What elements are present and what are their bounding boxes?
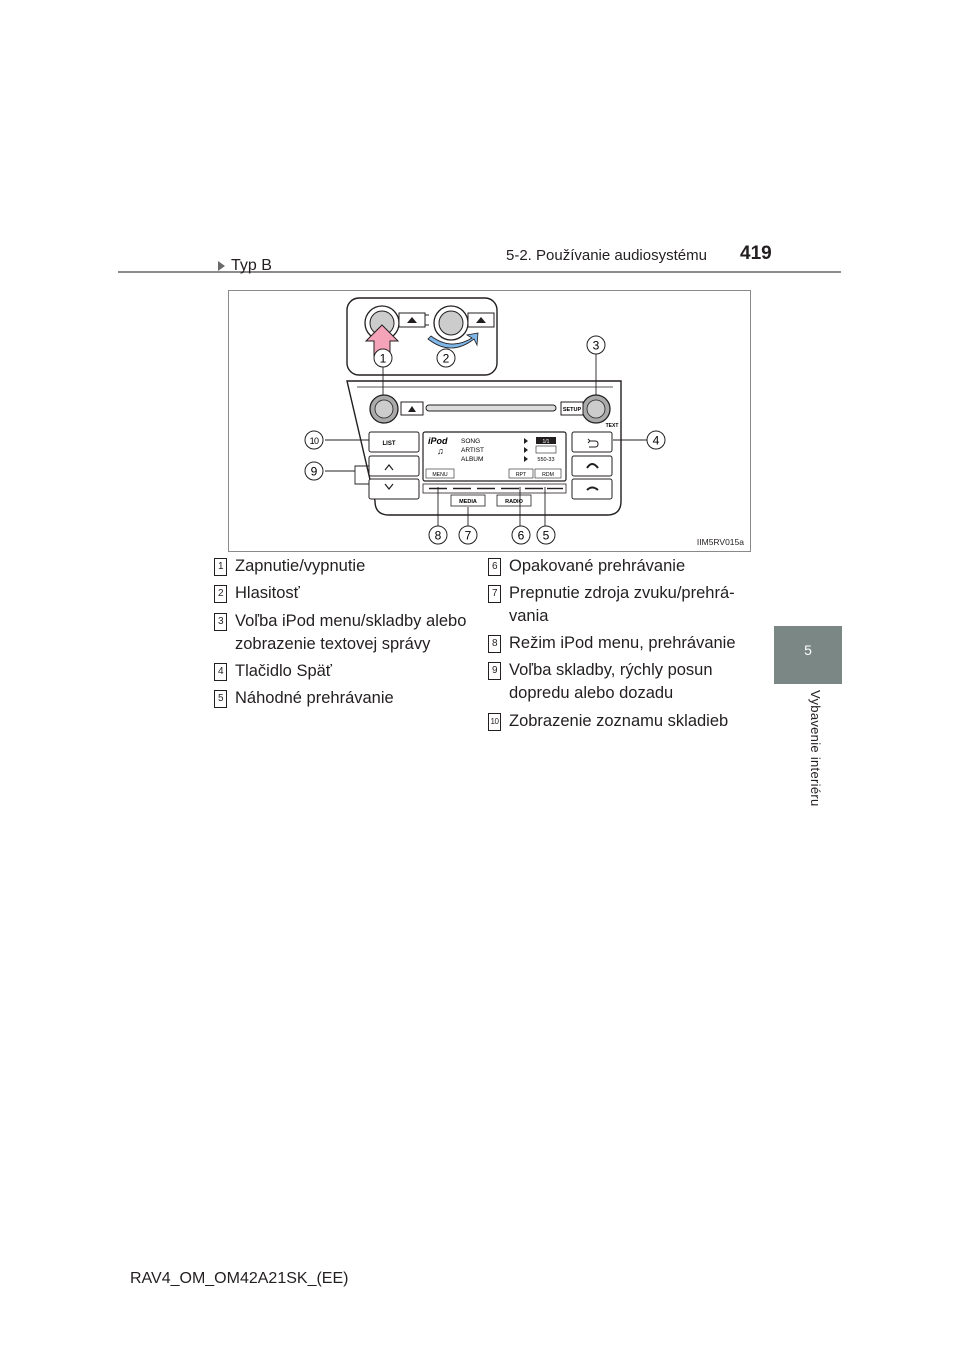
screen-btn-rpt: RPT [516,472,527,478]
svg-text:5: 5 [543,529,550,543]
rotate-arrow-icon [427,332,479,349]
legend-text: Režim iPod menu, prehrávanie [509,634,736,652]
figure-id: IIM5RV015a [696,537,744,547]
legend-item: 10 Zobrazenie zoznamu skladieb [488,710,745,733]
legend-text: Zapnutie/vypnutie [235,557,366,575]
svg-text:8: 8 [435,529,442,543]
svg-text:9: 9 [311,465,318,479]
legend-text: Voľba iPod menu/skladby alebo zobrazenie… [235,612,467,653]
legend-number: 10 [488,713,501,731]
legend-text: Opakované prehrávanie [509,557,686,575]
legend-item: 8 Režim iPod menu, prehrávanie [488,632,745,655]
phone-pickup-icon [586,463,599,469]
screen-btn-rdm: RDM [542,472,554,478]
callout-1: 1 [373,348,393,368]
down-chevron-icon [384,483,394,490]
phone-hangup-icon [586,486,599,491]
triangle-bullet-icon [218,261,225,271]
callout-4: 4 [646,430,666,450]
legend-number: 6 [488,558,501,576]
inset-power-knob [364,305,429,341]
header-rule [118,271,841,273]
inset-volume-knob [433,305,495,341]
svg-text:2: 2 [443,352,450,366]
chapter-tab [774,626,842,684]
chapter-title: Vybavenie interiéru [808,690,823,807]
audio-unit-illustration: SETUP TEXT LIST iPod ♫ SONG ARTIST ALBUM… [304,297,666,545]
svg-text:6: 6 [518,529,525,543]
up-chevron-icon [384,464,394,471]
legend-item: 7 Prepnutie zdroja zvuku/prehrá-vania [488,582,745,628]
legend-text: Prepnutie zdroja zvuku/prehrá-vania [509,584,735,625]
setup-label: SETUP [563,407,582,413]
legend-text: Náhodné prehrávanie [235,689,394,707]
figure-frame: SETUP TEXT LIST iPod ♫ SONG ARTIST ALBUM… [228,290,751,552]
legend-number: 4 [214,663,227,681]
type-label-text: Typ B [231,257,272,274]
legend-number: 9 [488,662,501,680]
svg-text:10: 10 [310,436,319,446]
header-section: 5-2. Používanie audiosystému [506,247,707,264]
callout-2: 2 [436,348,456,368]
legend-item: 1 Zapnutie/vypnutie [214,555,471,578]
svg-text:4: 4 [653,434,660,448]
callout-6: 6 [511,525,531,545]
callout-9: 9 [304,461,324,481]
legend-number: 5 [214,690,227,708]
svg-text:7: 7 [465,529,472,543]
legend-text: Tlačidlo Späť [235,662,332,680]
legend-text: Voľba skladby, rýchly posun dopredu aleb… [509,661,713,702]
callout-7: 7 [458,525,478,545]
setup-button [560,401,584,416]
legend-item: 2 Hlasitosť [214,582,471,605]
legend-item: 6 Opakované prehrávanie [488,555,745,578]
back-icon [587,438,599,448]
page-number: 419 [740,243,772,264]
list-label: LIST [383,441,396,447]
screen-row-album: ALBUM [461,456,483,463]
callout-8: 8 [428,525,448,545]
screen-info-2: 550-33 [537,457,554,463]
callout-3: 3 [586,335,606,355]
legend-item: 9 Voľba skladby, rýchly posun dopredu al… [488,659,745,705]
callout-10: 10 [304,430,324,450]
legend-number: 7 [488,585,501,603]
screen-row-artist: ARTIST [461,447,484,454]
media-label: MEDIA [459,499,477,505]
svg-text:1: 1 [380,352,387,366]
cd-slot [425,404,557,412]
screen-info-1: 1/1 [543,439,550,445]
screen-row-song: SONG [461,438,480,445]
radio-label: RADIO [505,499,523,505]
svg-text:3: 3 [593,339,600,353]
legend-number: 1 [214,558,227,576]
screen-brand: iPod [428,436,448,446]
legend-item: 5 Náhodné prehrávanie [214,687,471,710]
legend-item: 3 Voľba iPod menu/skladby alebo zobrazen… [214,610,471,656]
chapter-number: 5 [804,642,812,658]
legend-number: 2 [214,585,227,603]
music-note-icon: ♫ [437,446,444,456]
legend-item: 4 Tlačidlo Späť [214,660,471,683]
type-label: Typ B [218,257,272,275]
footer-doc-code: RAV4_OM_OM42A21SK_(EE) [130,1270,349,1287]
screen-btn-menu: MENU [432,472,448,478]
legend-number: 3 [214,613,227,631]
callout-5: 5 [536,525,556,545]
text-label: TEXT [606,423,619,429]
legend-text: Hlasitosť [235,584,300,602]
legend-text: Zobrazenie zoznamu skladieb [509,712,729,730]
legend-number: 8 [488,635,501,653]
